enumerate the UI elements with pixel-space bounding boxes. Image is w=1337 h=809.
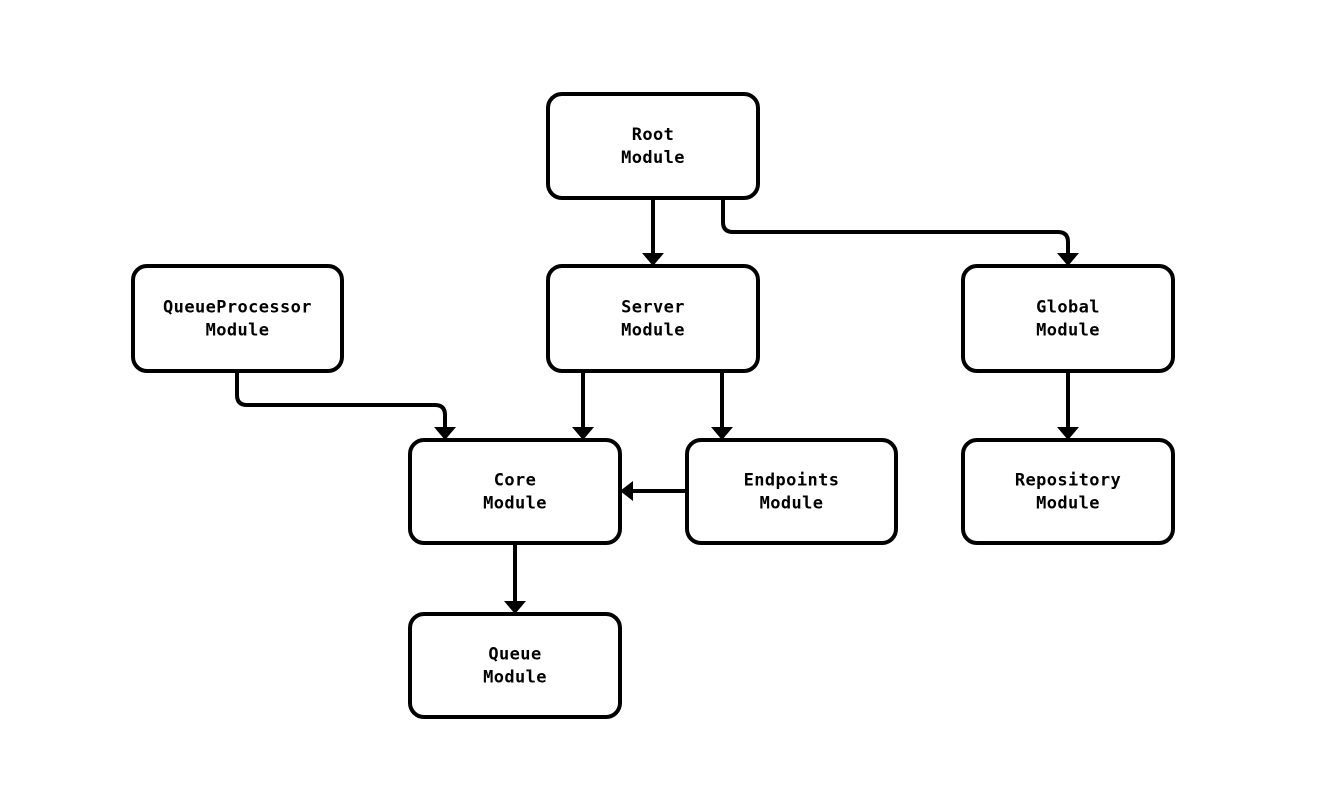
node-box[interactable] bbox=[408, 438, 622, 545]
node-label-line1: Queue bbox=[488, 645, 541, 665]
edge-root-to-server bbox=[642, 198, 664, 266]
edge-server-to-core bbox=[572, 371, 594, 440]
node-box[interactable] bbox=[408, 612, 622, 719]
edge-queueprocessor-to-core bbox=[235, 371, 456, 440]
edge-line bbox=[721, 198, 1070, 255]
nodes-layer: RootModuleQueueProcessorModuleServerModu… bbox=[131, 92, 1175, 719]
node-box[interactable] bbox=[961, 264, 1175, 373]
node-label-line1: Core bbox=[494, 471, 537, 491]
arrow-head-down bbox=[1057, 253, 1079, 266]
node-label-line1: Global bbox=[1036, 298, 1100, 318]
node-box[interactable] bbox=[961, 438, 1175, 545]
node-label-line2: Module bbox=[760, 494, 824, 514]
arrow-head-down bbox=[434, 427, 456, 440]
edge-server-to-endpoints bbox=[711, 371, 733, 440]
arrow-head-down bbox=[1057, 427, 1079, 440]
node-label-line1: QueueProcessor bbox=[163, 298, 312, 318]
node-label-line1: Endpoints bbox=[744, 471, 840, 491]
node-label-line2: Module bbox=[1036, 321, 1100, 341]
node-label-line1: Root bbox=[632, 125, 675, 145]
node-box[interactable] bbox=[546, 264, 760, 373]
node-label-line1: Server bbox=[621, 298, 685, 318]
edges-layer bbox=[235, 198, 1079, 614]
node-label-line2: Module bbox=[621, 321, 685, 341]
arrow-head-left bbox=[620, 481, 633, 501]
node-box[interactable] bbox=[685, 438, 898, 545]
node-label-line2: Module bbox=[621, 148, 685, 168]
edge-endpoints-to-core bbox=[620, 481, 687, 501]
node-label-line2: Module bbox=[483, 668, 547, 688]
node-label-line2: Module bbox=[206, 321, 270, 341]
node-label-line1: Repository bbox=[1015, 471, 1121, 491]
edge-core-to-queue bbox=[504, 543, 526, 614]
node-box[interactable] bbox=[546, 92, 760, 200]
edge-line bbox=[235, 371, 447, 429]
edge-global-to-repository bbox=[1057, 371, 1079, 440]
arrow-head-down bbox=[504, 601, 526, 614]
arrow-head-down bbox=[572, 427, 594, 440]
arrow-head-down bbox=[642, 253, 664, 266]
edge-root-to-global bbox=[721, 198, 1079, 266]
node-box[interactable] bbox=[131, 264, 344, 373]
node-label-line2: Module bbox=[483, 494, 547, 514]
node-label-line2: Module bbox=[1036, 494, 1100, 514]
arrow-head-down bbox=[711, 427, 733, 440]
